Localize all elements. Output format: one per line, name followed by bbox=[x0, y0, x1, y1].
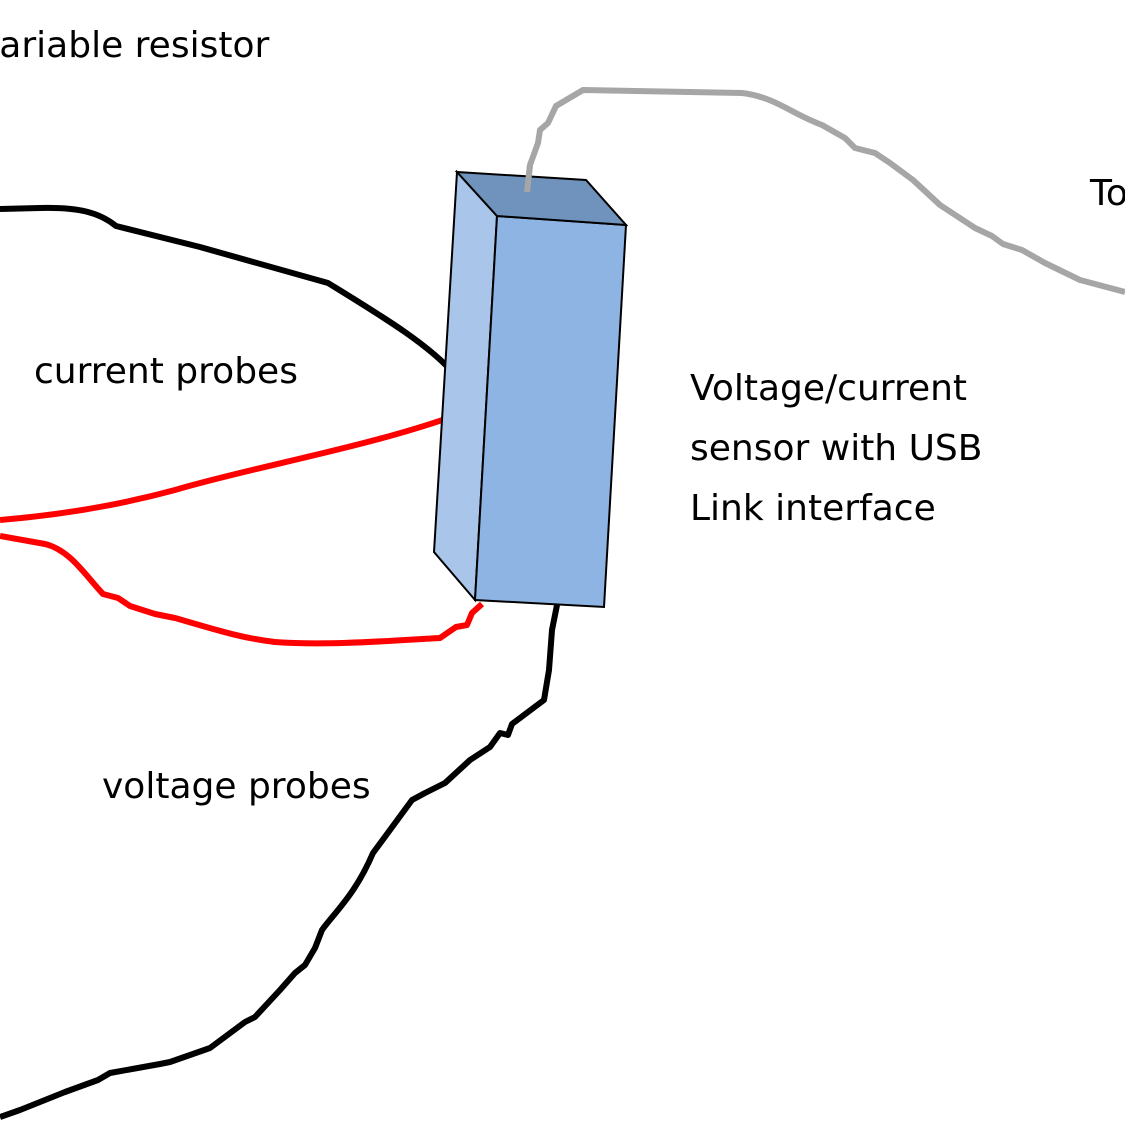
sensor-box-top bbox=[454, 170, 629, 227]
voltage-probe-red-wire bbox=[0, 533, 485, 647]
sensor-box-front bbox=[473, 214, 628, 609]
to-computer-label: To bbox=[1089, 173, 1125, 214]
current-probe-black-wire bbox=[0, 204, 458, 377]
sensor-label-line1: Voltage/current bbox=[690, 368, 967, 409]
current-probe-red-wire bbox=[0, 407, 472, 523]
sensor-label-line2: sensor with USB bbox=[690, 428, 982, 469]
current-probes-label: current probes bbox=[34, 351, 298, 392]
sensor-label-line3: Link interface bbox=[690, 488, 936, 529]
usb-cable-end bbox=[524, 164, 533, 193]
variable-resistor-label: variable resistor bbox=[0, 25, 269, 66]
voltage-probes-label: voltage probes bbox=[102, 766, 371, 807]
usb-cable bbox=[524, 87, 1125, 295]
voltage-probe-black-wire bbox=[0, 604, 560, 1120]
